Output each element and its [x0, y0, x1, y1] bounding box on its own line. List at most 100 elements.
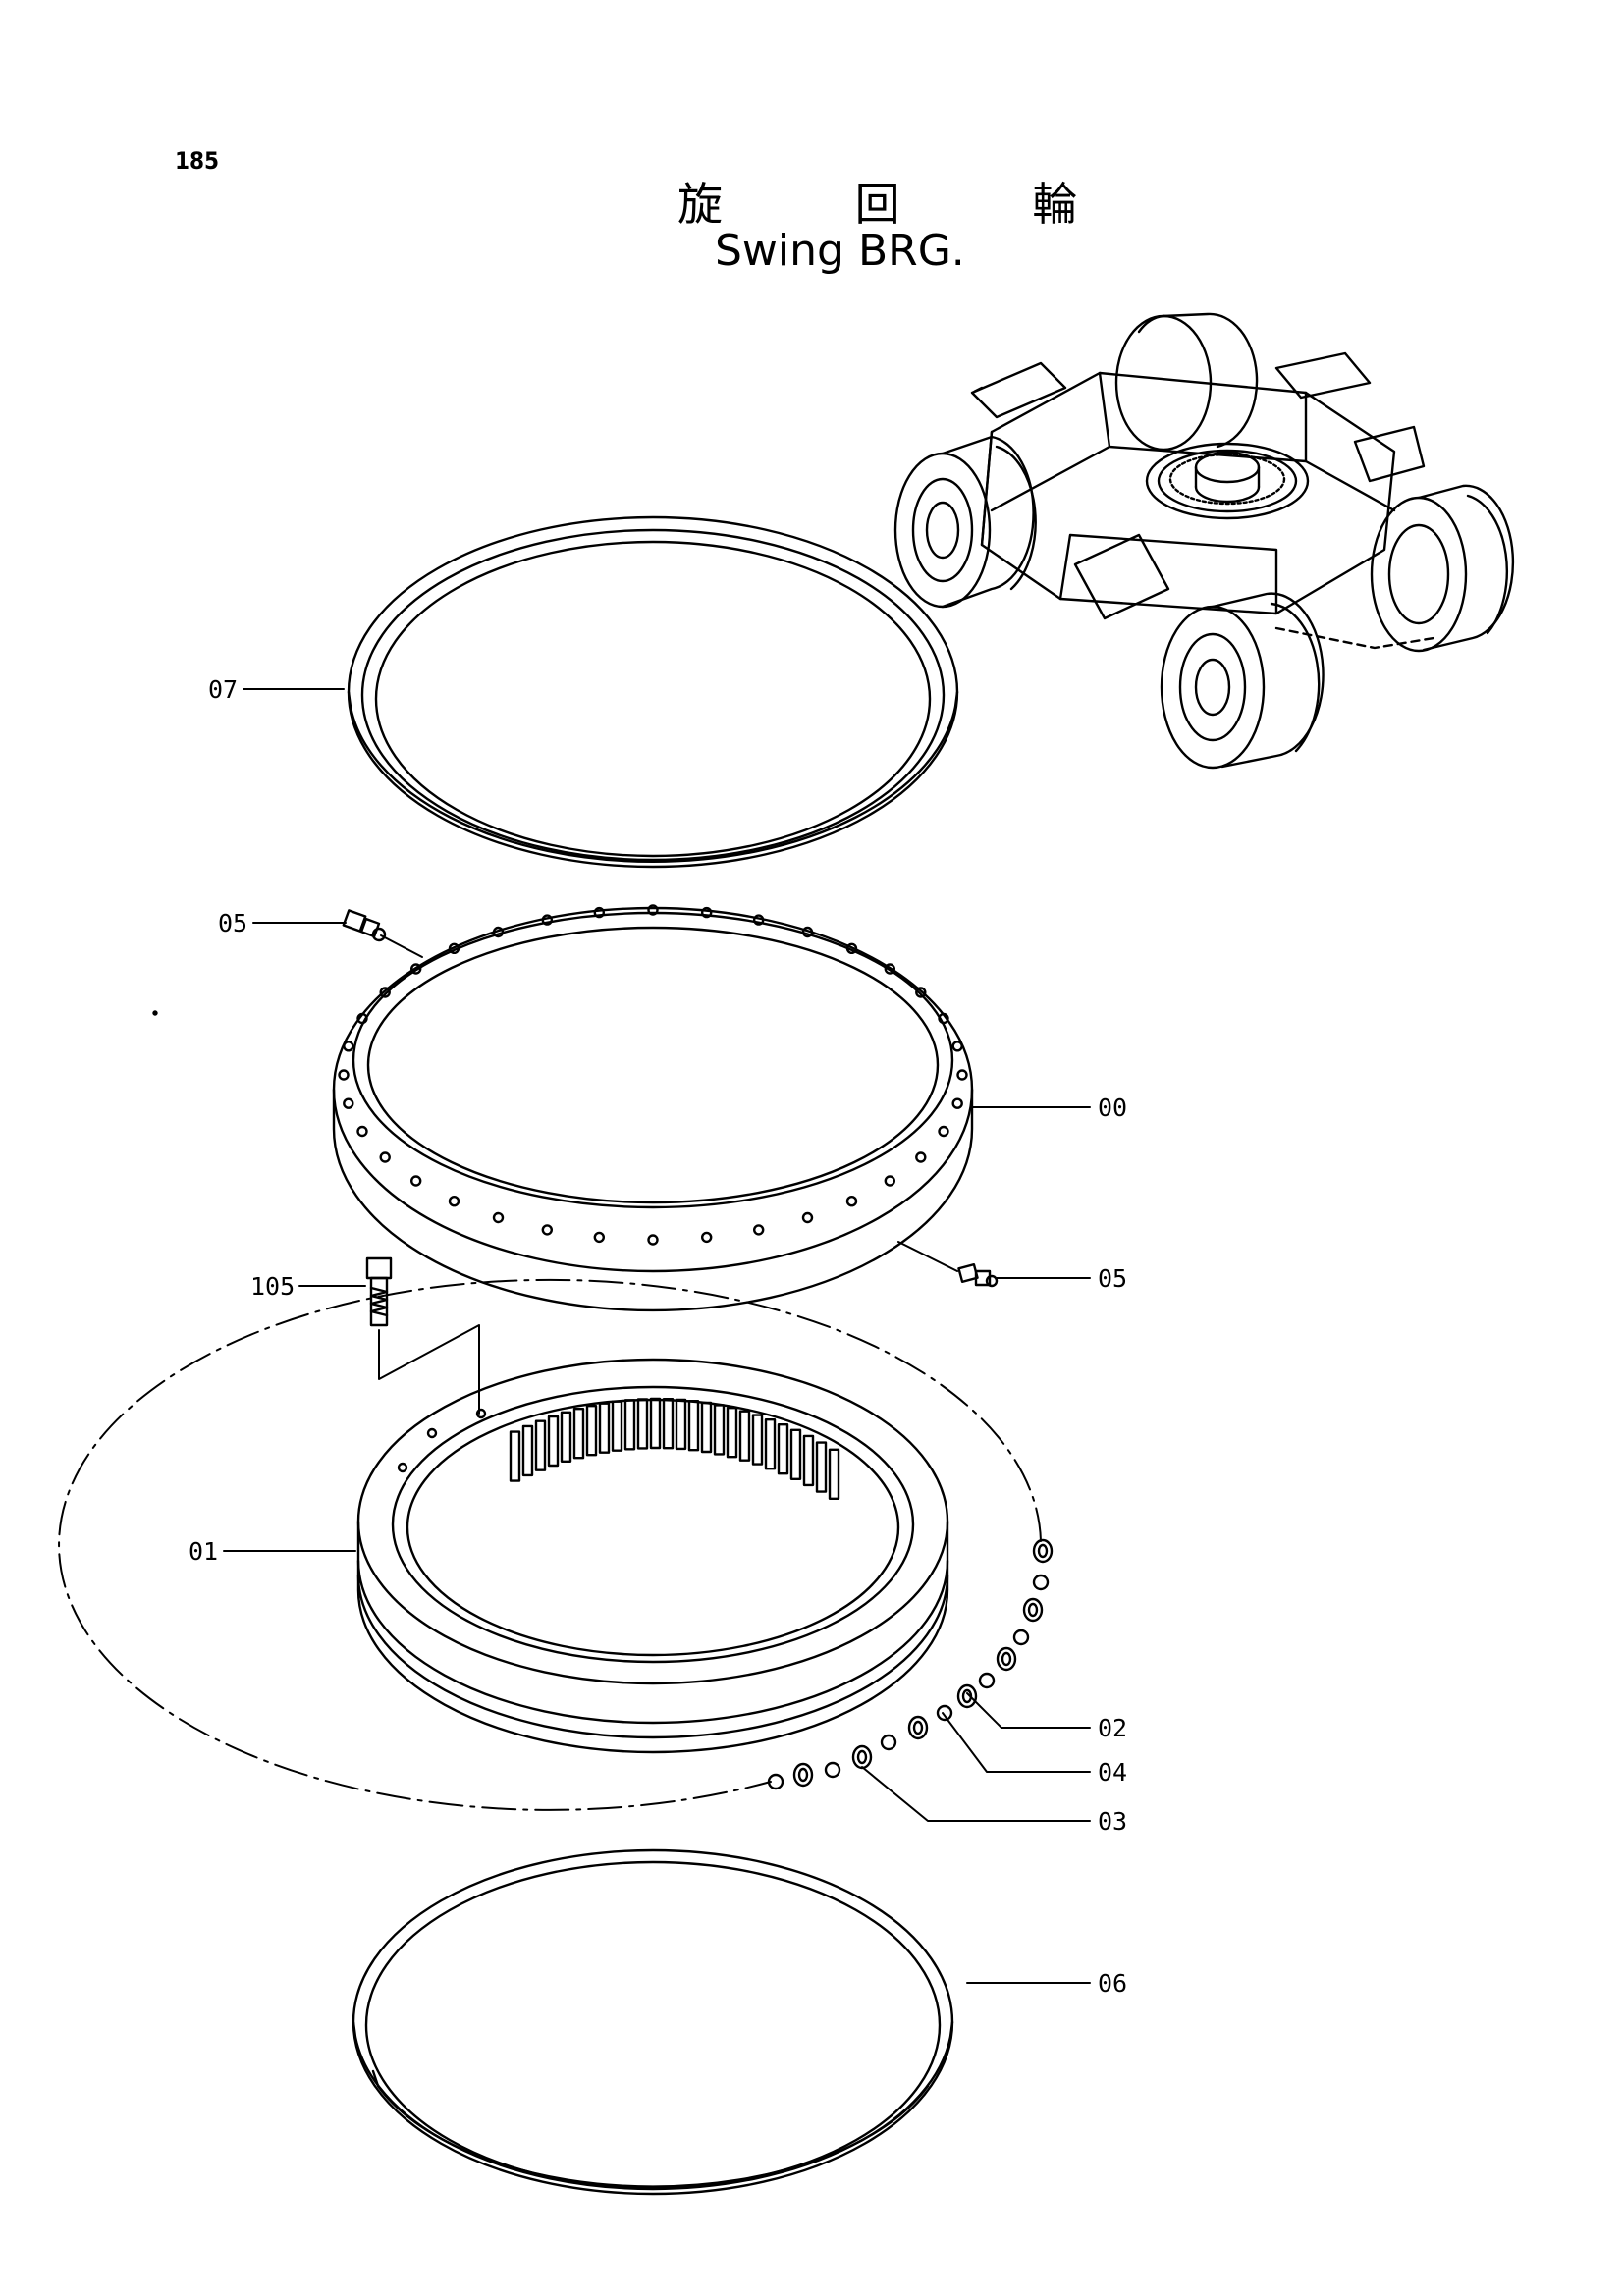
spacer-hole — [1037, 1543, 1049, 1559]
bolt-path-line — [378, 1324, 480, 1415]
page-number: 185 — [175, 147, 220, 175]
bolt-hole — [915, 987, 927, 998]
bolt-hole — [753, 1224, 765, 1236]
bolt-hole — [593, 1231, 605, 1244]
bolt-hole — [951, 1041, 963, 1052]
part-05-grease-nipple-lower — [957, 1262, 999, 1288]
gear-tooth — [828, 1448, 840, 1501]
bolt-hole — [647, 904, 659, 916]
bolt-hole — [753, 914, 765, 926]
gear-tooth — [700, 1401, 713, 1454]
bolt-hole — [448, 1195, 460, 1207]
gear-tooth — [598, 1402, 611, 1454]
gear-teeth — [509, 1397, 840, 1501]
gear-tooth — [789, 1428, 802, 1481]
callout-07: 07 — [208, 675, 239, 704]
part-105-bolt — [365, 1256, 393, 1327]
leader-04 — [942, 1712, 1091, 1773]
gear-tooth — [675, 1398, 687, 1451]
spacer-hole — [797, 1767, 809, 1783]
spacer — [1032, 1538, 1054, 1564]
spacer-hole — [1001, 1651, 1012, 1667]
spacer — [907, 1715, 929, 1740]
leader-05-upper-b — [380, 934, 423, 958]
bolt-hole — [701, 1231, 713, 1244]
leader-03 — [861, 1766, 1091, 1822]
bolt-hole — [593, 906, 605, 919]
ball — [824, 1761, 841, 1779]
gear-tooth — [611, 1400, 623, 1452]
gear-tooth — [777, 1422, 789, 1475]
gear-tooth — [751, 1414, 764, 1466]
spacer — [996, 1646, 1017, 1672]
gear-tooth — [585, 1404, 598, 1457]
spacer — [851, 1744, 873, 1770]
spacer-hole — [856, 1749, 868, 1765]
spacer-hole — [1027, 1602, 1039, 1618]
bolt-hole — [343, 1097, 354, 1109]
undercarriage-illustration — [893, 312, 1515, 770]
ball — [880, 1734, 897, 1751]
gear-tooth — [649, 1397, 662, 1450]
bolt-hole — [884, 1175, 895, 1187]
bolt-hole — [701, 906, 713, 919]
gear-tooth — [687, 1399, 700, 1452]
bolt-hole — [951, 1097, 963, 1109]
bolt-hole — [356, 1125, 368, 1138]
bolt-hole — [410, 963, 422, 975]
spacer-hole — [912, 1720, 924, 1735]
callout-05-lower: 05 — [1098, 1264, 1128, 1293]
callout-01: 01 — [189, 1537, 219, 1566]
spacer — [1022, 1597, 1044, 1623]
title-japanese: 旋 回 輪 — [677, 178, 1137, 231]
bolt-hole — [343, 1041, 354, 1052]
leader-02 — [966, 1692, 1091, 1729]
gear-tooth — [713, 1404, 726, 1456]
ball — [1032, 1574, 1050, 1591]
bolt-hole — [801, 926, 814, 938]
bolt-hole — [956, 1069, 968, 1081]
callout-02: 02 — [1098, 1714, 1128, 1742]
bolt-hole — [647, 1234, 659, 1246]
bolt-hole — [338, 1069, 350, 1081]
part-06-seal-ring — [352, 1848, 954, 2196]
bolt-hole — [801, 1211, 814, 1224]
gear-tooth — [726, 1406, 738, 1459]
callout-105: 105 — [250, 1272, 296, 1301]
gear-tooth — [534, 1419, 547, 1471]
stray-dot — [152, 1010, 158, 1016]
spacer — [956, 1683, 978, 1709]
bolt-hole — [356, 1012, 368, 1025]
part-05-grease-nipple-upper — [342, 909, 387, 942]
gear-tooth — [509, 1430, 521, 1482]
bolt-hole — [492, 926, 505, 938]
gear-tooth — [521, 1424, 534, 1477]
part-00-outer-race — [332, 904, 974, 1312]
callout-04: 04 — [1098, 1758, 1128, 1787]
gear-tooth — [738, 1410, 751, 1462]
bolt-hole — [379, 1151, 391, 1163]
gear-tooth — [572, 1407, 585, 1460]
bolt-hole — [410, 1175, 422, 1187]
callout-03: 03 — [1098, 1807, 1128, 1836]
gear-tooth — [815, 1441, 828, 1493]
bolt-hole — [938, 1125, 949, 1138]
gear-tooth — [547, 1415, 560, 1468]
ball-path-outline — [58, 1278, 1042, 1811]
bolt-holes — [338, 904, 968, 1246]
ball — [936, 1704, 953, 1722]
balls-and-spacers — [767, 1538, 1054, 1790]
gear-tooth — [802, 1434, 815, 1487]
title-english: Swing BRG. — [715, 226, 965, 276]
ball — [767, 1773, 784, 1790]
spacer — [792, 1762, 814, 1788]
gear-tooth — [560, 1411, 572, 1464]
callout-05-upper: 05 — [218, 909, 248, 937]
bolt-hole — [541, 1224, 553, 1236]
gear-tooth — [764, 1417, 777, 1470]
bolt-hole — [492, 1211, 505, 1224]
callout-00: 00 — [1098, 1094, 1128, 1122]
leader-05-lower — [897, 1241, 958, 1272]
part-07-seal-ring — [347, 515, 959, 869]
